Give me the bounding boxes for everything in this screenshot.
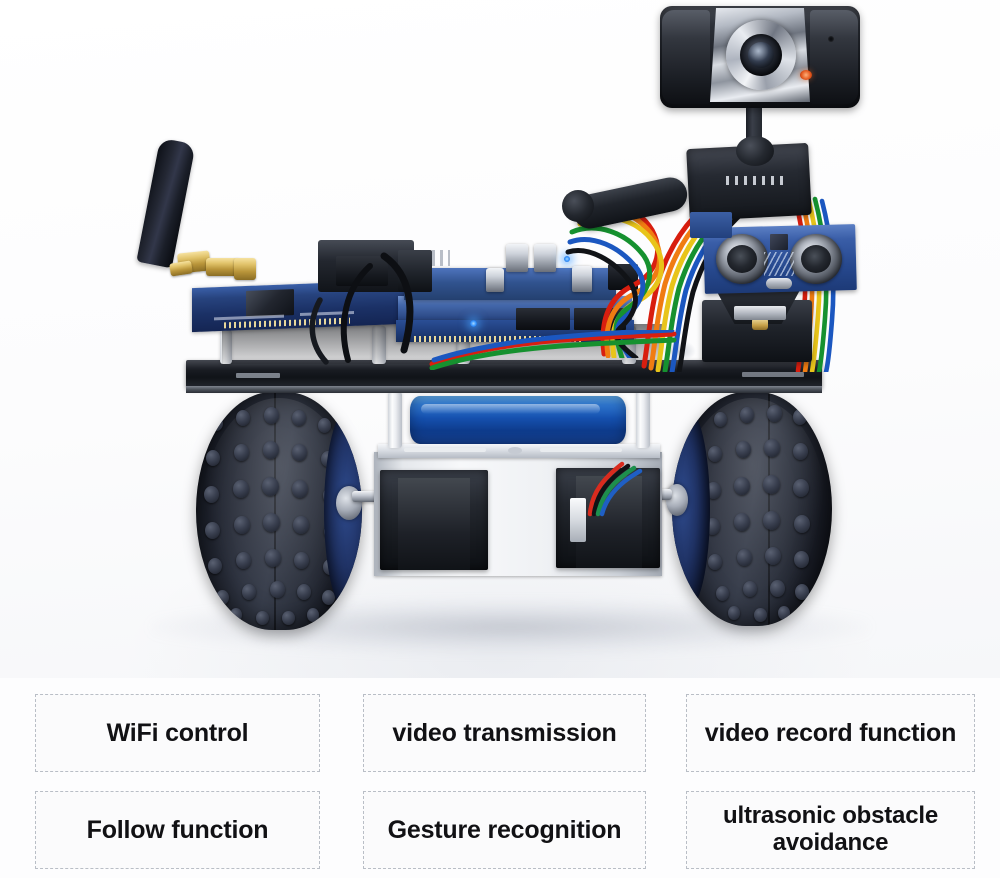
plate-label-left bbox=[236, 373, 280, 378]
wifi-soc-chip bbox=[246, 289, 294, 317]
camera-lens-glass bbox=[748, 42, 774, 68]
electrolytic-cap-2 bbox=[534, 244, 556, 272]
camera-mic-hole bbox=[828, 36, 834, 42]
plate-label-right bbox=[742, 372, 804, 377]
electrolytic-cap-1 bbox=[506, 244, 528, 272]
usb-cable-bundle bbox=[309, 252, 414, 365]
mount-metal-clip bbox=[734, 306, 786, 320]
feature-box-grid: WiFi control video transmission video re… bbox=[0, 678, 1000, 878]
product-photo bbox=[0, 0, 1000, 678]
feature-box-follow-function[interactable]: Follow function bbox=[35, 791, 320, 869]
wifi-antenna bbox=[136, 137, 196, 269]
status-led-2 bbox=[564, 256, 570, 262]
feature-box-wifi-control[interactable]: WiFi control bbox=[35, 694, 320, 772]
sma-connector-base bbox=[234, 258, 256, 280]
lithium-battery bbox=[410, 396, 626, 444]
deck-slot-left bbox=[404, 448, 486, 452]
feature-label-wifi-control: WiFi control bbox=[106, 719, 249, 747]
sma-pigtail bbox=[169, 260, 193, 277]
deck-slot-right bbox=[540, 448, 622, 452]
chassis-plate-top bbox=[186, 360, 822, 388]
feature-box-video-record[interactable]: video record function bbox=[686, 694, 975, 772]
rubber-wheel-right bbox=[672, 392, 832, 626]
status-led bbox=[470, 320, 477, 327]
standoff-front-left bbox=[388, 392, 402, 448]
electrolytic-cap-3 bbox=[486, 268, 504, 292]
camera-right-cap bbox=[810, 10, 858, 104]
axle-shaft-left bbox=[352, 491, 394, 502]
feature-label-line-1: ultrasonic obstacle bbox=[723, 802, 938, 830]
motor-shade-left bbox=[398, 478, 470, 570]
mount-screw bbox=[752, 318, 768, 330]
feature-box-ultrasonic-obstacle-avoidance[interactable]: ultrasonic obstacle avoidance bbox=[686, 791, 975, 869]
feature-label-ultrasonic-obstacle-avoidance: ultrasonic obstacle avoidance bbox=[723, 802, 938, 857]
camera-indicator-led bbox=[800, 70, 812, 80]
electrolytic-cap-4 bbox=[572, 266, 592, 292]
feature-label-follow-function: Follow function bbox=[86, 816, 269, 844]
ultrasonic-receiver-mesh bbox=[801, 245, 831, 273]
feature-box-video-transmission[interactable]: video transmission bbox=[363, 694, 646, 772]
feature-box-gesture-recognition[interactable]: Gesture recognition bbox=[363, 791, 646, 869]
camera-ball-joint bbox=[736, 136, 774, 166]
pan-tilt-joint bbox=[562, 190, 594, 222]
camera-base-board bbox=[690, 212, 732, 238]
deck-hole bbox=[508, 447, 522, 454]
feature-label-line-2: avoidance bbox=[772, 829, 889, 856]
feature-label-video-transmission: video transmission bbox=[392, 719, 617, 747]
motor-connector bbox=[570, 498, 586, 542]
servo-pin-header bbox=[726, 176, 786, 185]
feature-label-video-record: video record function bbox=[704, 719, 957, 747]
ultrasonic-silk-trace bbox=[764, 252, 794, 276]
sma-connector-elbow bbox=[206, 258, 240, 276]
ultrasonic-crystal bbox=[766, 278, 792, 289]
motor-wire-bundle bbox=[587, 461, 643, 517]
rubber-wheel-left bbox=[196, 392, 362, 630]
ultrasonic-ic bbox=[770, 234, 788, 250]
chassis-plate-top-edge bbox=[186, 386, 822, 393]
ultrasonic-transmitter-mesh bbox=[727, 245, 757, 273]
driver-pad-row bbox=[414, 336, 584, 342]
driver-header-left bbox=[516, 308, 570, 330]
feature-label-gesture-recognition: Gesture recognition bbox=[387, 816, 622, 844]
camera-left-cap bbox=[662, 10, 710, 104]
standoff-front-right bbox=[636, 390, 650, 448]
under-deck-ribbon bbox=[429, 330, 677, 370]
